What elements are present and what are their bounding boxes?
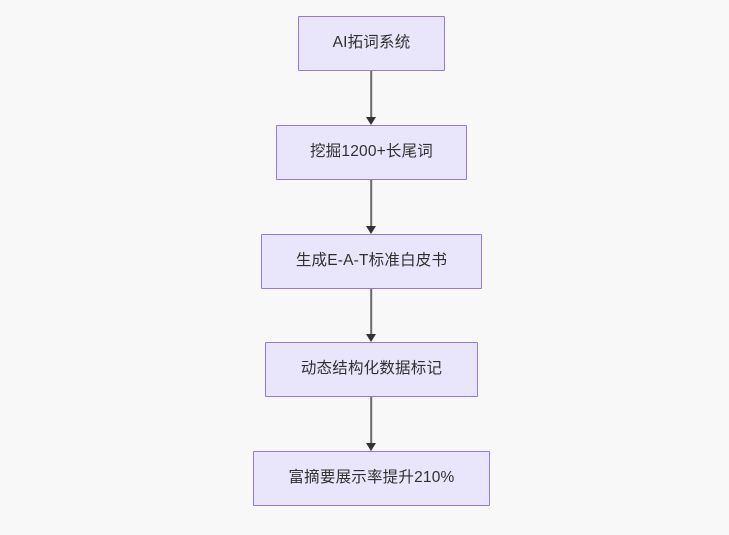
edge-node3-to-node4 [361,289,381,342]
edge-line [370,180,372,226]
edge-line [370,289,372,334]
node-label: 动态结构化数据标记 [300,360,443,378]
node-label: 生成E-A-T标准白皮书 [295,252,448,270]
flowchart-node-mine-longtail-keywords[interactable]: 挖掘1200+长尾词 [276,125,467,180]
node-label: AI拓词系统 [332,34,411,52]
arrowhead-icon [366,442,376,451]
arrowhead-icon [366,116,376,125]
flowchart-node-dynamic-structured-data-markup[interactable]: 动态结构化数据标记 [265,342,478,397]
edge-node2-to-node3 [361,180,381,234]
flowchart-node-generate-eat-whitepaper[interactable]: 生成E-A-T标准白皮书 [261,234,482,289]
arrowhead-icon [366,333,376,342]
edge-node4-to-node5 [361,397,381,451]
edge-node1-to-node2 [361,71,381,125]
node-label: 富摘要展示率提升210% [288,469,455,487]
node-label: 挖掘1200+长尾词 [309,143,434,161]
edge-line [370,397,372,443]
flowchart-node-rich-snippet-rate-increase[interactable]: 富摘要展示率提升210% [253,451,490,506]
arrowhead-icon [366,225,376,234]
flowchart-node-ai-keyword-system[interactable]: AI拓词系统 [298,16,445,71]
edge-line [370,71,372,117]
